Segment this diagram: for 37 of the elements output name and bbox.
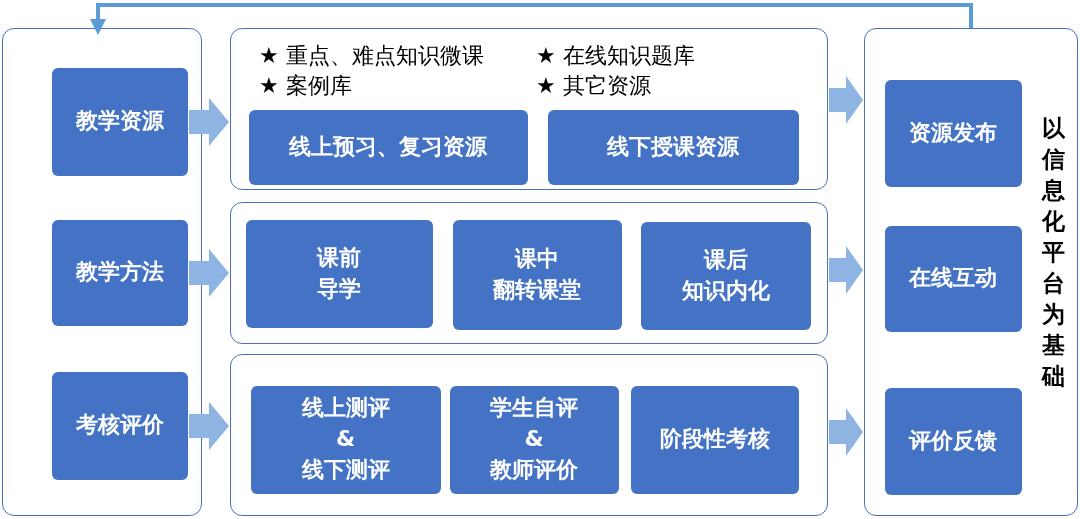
group-panel (864, 28, 1078, 516)
process-box: 资源发布 (884, 79, 1022, 187)
box-label: 课前 (317, 243, 361, 272)
feedback-arrow (90, 3, 973, 35)
process-box (245, 219, 433, 328)
process-box: 阶段性考核 (630, 385, 799, 494)
group-panel (230, 202, 828, 344)
process-box: 考核评价 (51, 371, 188, 480)
process-box: 评价反馈 (884, 387, 1022, 495)
block-arrow (829, 408, 863, 456)
process-box: 在线互动 (884, 225, 1022, 332)
block-arrow (189, 402, 229, 450)
vertical-title: 以信息化平台为基础 (1041, 114, 1065, 391)
box-label: 导学 (317, 274, 361, 303)
process-box: 教学资源 (51, 67, 188, 176)
block-arrow (189, 249, 229, 297)
process-box: 线上预习、复习资源 (248, 109, 528, 185)
bullet-item: ★ 在线知识题库 (536, 42, 695, 70)
process-box: 教学方法 (51, 219, 188, 326)
bullet-item: ★ 重点、难点知识微课 (259, 42, 484, 70)
group-panel (230, 28, 828, 190)
process-box: 线上测评 & 线下测评 (250, 385, 441, 494)
box-label: 课后 (703, 245, 748, 274)
bullet-item: ★ 案例库 (259, 72, 352, 100)
block-arrow (189, 98, 229, 146)
group-panel (230, 354, 828, 516)
group-panel (2, 28, 202, 516)
process-box (640, 221, 811, 330)
block-arrow (829, 246, 863, 294)
process-box: 线下授课资源 (547, 109, 799, 185)
block-arrow (829, 76, 863, 124)
box-label: 知识内化 (681, 276, 770, 305)
box-label: 课中 (515, 244, 559, 273)
process-box: 学生自评 & 教师评价 (449, 385, 619, 494)
process-box (452, 219, 622, 330)
box-label: 翻转课堂 (493, 275, 581, 304)
bullet-item: ★ 其它资源 (536, 72, 651, 100)
